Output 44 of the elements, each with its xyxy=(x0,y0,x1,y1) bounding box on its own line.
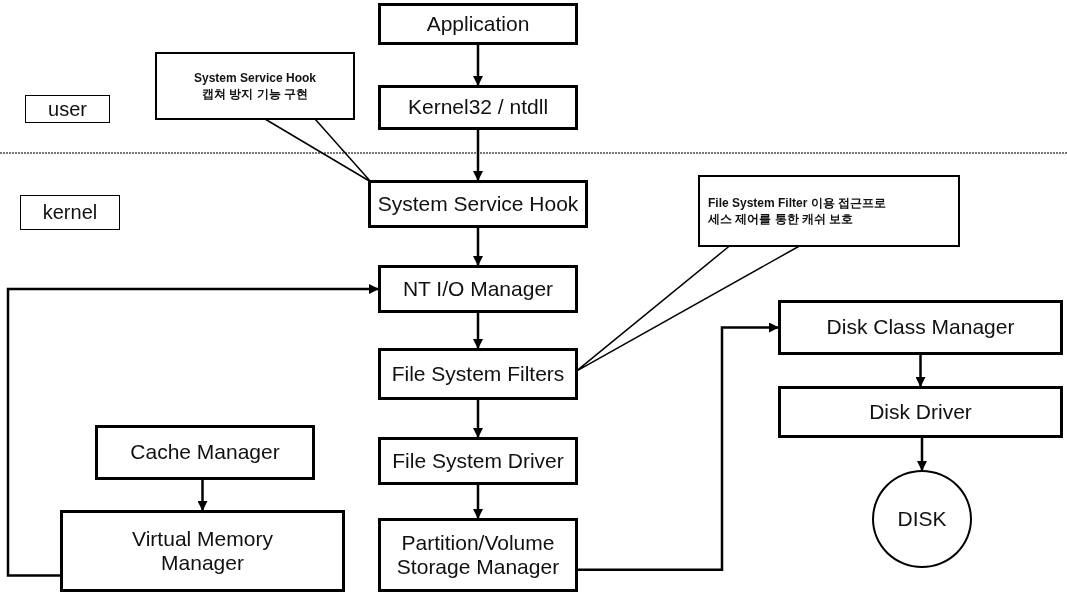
process-box xyxy=(95,425,315,480)
arrow xyxy=(578,322,779,572)
box-label: Disk Driver xyxy=(869,399,972,425)
process-box xyxy=(778,300,1063,355)
box-label: File System Driver xyxy=(392,448,564,474)
layer-tag xyxy=(25,95,110,123)
callout-bubble xyxy=(698,175,960,247)
arrow xyxy=(6,284,379,577)
box-label: Application xyxy=(426,11,530,37)
arrow xyxy=(197,480,208,511)
arrow xyxy=(473,313,483,349)
process-box xyxy=(378,3,578,45)
arrow xyxy=(473,130,483,181)
box-label: Partition/Volume Storage Manager xyxy=(395,530,561,580)
box-label: Disk Class Manager xyxy=(826,315,1015,340)
process-box xyxy=(378,265,578,313)
box-label: Virtual Memory Manager xyxy=(131,526,274,576)
layer-tag xyxy=(20,195,120,230)
box-label: DISK xyxy=(897,506,947,532)
box-label: Kernel32 / ntdll xyxy=(407,95,549,120)
callout-text: 캡쳐 방지 기능 구현 xyxy=(202,86,308,103)
arrow xyxy=(915,355,926,387)
callout-text: System Service Hook xyxy=(193,69,317,86)
process-box xyxy=(378,85,578,130)
box-label: kernel xyxy=(42,201,98,224)
arrow xyxy=(473,400,483,438)
arrow xyxy=(473,228,483,266)
process-box xyxy=(60,510,345,592)
box-label: System Service Hook xyxy=(377,191,579,217)
box-label: NT I/O Manager xyxy=(402,276,554,302)
callout-text: File System Filter 이용 접근프로세스 제어를 통한 캐쉬 보호 xyxy=(708,194,888,228)
process-box xyxy=(378,348,578,400)
process-box xyxy=(778,386,1063,438)
process-box xyxy=(378,437,578,485)
box-label: File System Filters xyxy=(391,361,565,387)
box-label: user xyxy=(48,97,87,121)
arrow xyxy=(473,45,483,86)
process-box xyxy=(368,180,588,228)
arrow xyxy=(473,485,483,519)
callout-tail xyxy=(264,118,372,183)
arrow xyxy=(917,438,927,471)
process-box xyxy=(378,518,578,592)
callout-bubble xyxy=(155,52,355,120)
box-label: Cache Manager xyxy=(130,440,280,465)
